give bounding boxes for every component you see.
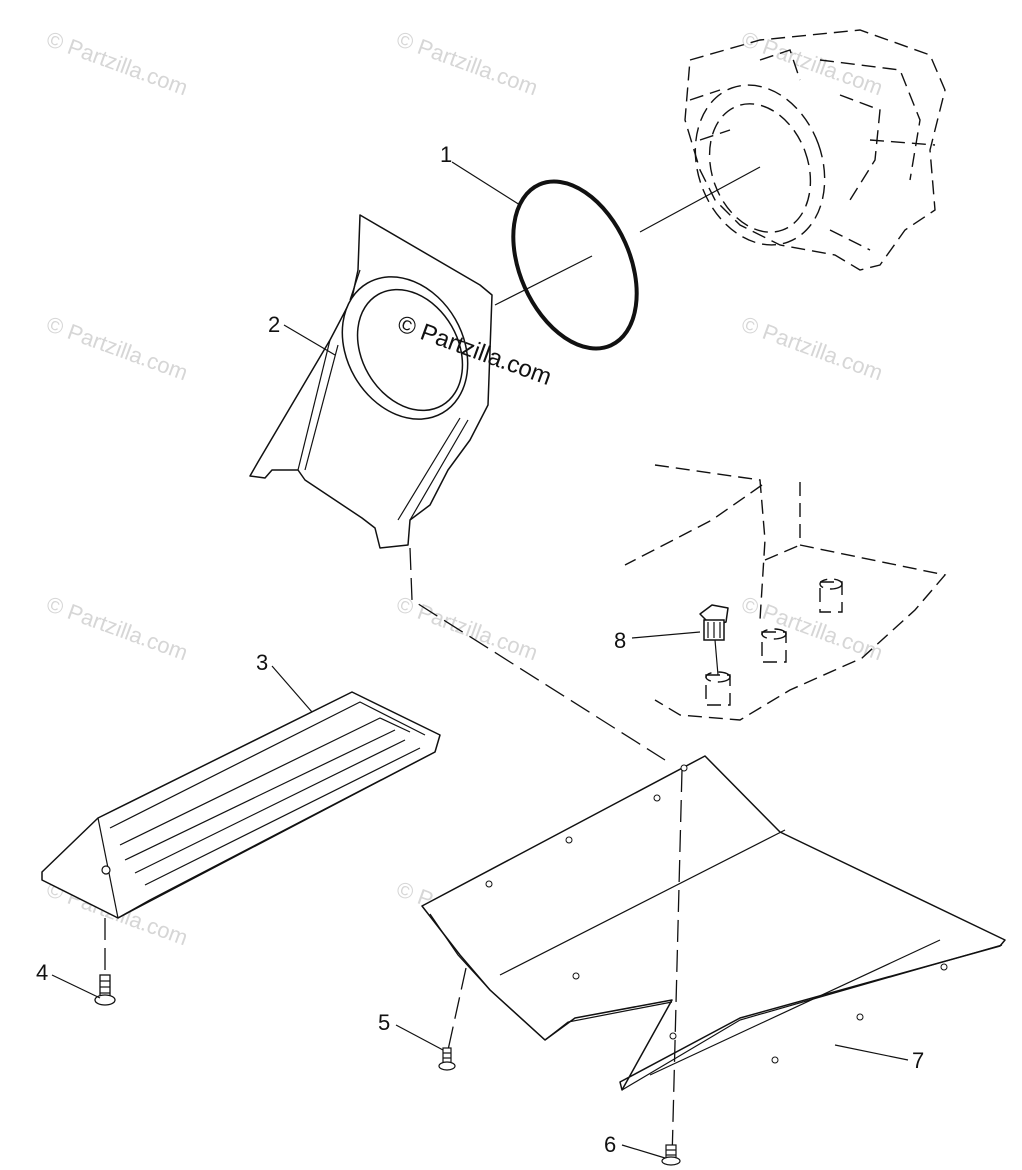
hull-phantom [624,464,947,721]
part-5-screw[interactable] [438,1047,456,1071]
part-7-ride-plate[interactable] [421,755,1006,1091]
install-line-screw-6 [671,769,683,1161]
callout-numbers: 1 2 3 4 5 6 7 8 [36,142,924,1157]
callout-6[interactable]: 6 [604,1132,616,1157]
axis-line-upper [639,166,761,233]
install-line-adapter [409,547,666,761]
part-2-adapter[interactable] [249,214,493,549]
watermark-1: © Partzilla.com [43,26,191,100]
callout-2[interactable]: 2 [268,312,280,337]
part-6-screw[interactable] [661,1144,681,1166]
callout-8[interactable]: 8 [614,628,626,653]
callout-7[interactable]: 7 [912,1048,924,1073]
part-4-screw[interactable] [94,974,116,1006]
part-8-plug[interactable] [699,604,729,641]
callout-3[interactable]: 3 [256,650,268,675]
watermark-6: © Partzilla.com [43,591,191,665]
watermark-4: © Partzilla.com [43,311,191,385]
watermark-2: © Partzilla.com [393,26,541,100]
watermark-5: © Partzilla.com [738,311,886,385]
callout-4[interactable]: 4 [36,960,48,985]
callout-5[interactable]: 5 [378,1010,390,1035]
axis-line-mid [494,255,593,306]
part-1-o-ring[interactable] [489,162,661,368]
callout-1[interactable]: 1 [440,142,452,167]
part-3-grate[interactable] [41,691,441,919]
watermark-8: © Partzilla.com [738,591,886,665]
install-line-screw-5 [447,967,467,1051]
watermark-3: © Partzilla.com [738,26,886,100]
watermark-7: © Partzilla.com [393,591,541,665]
pump-housing-phantom [684,29,946,271]
leader-lines [51,161,909,1159]
